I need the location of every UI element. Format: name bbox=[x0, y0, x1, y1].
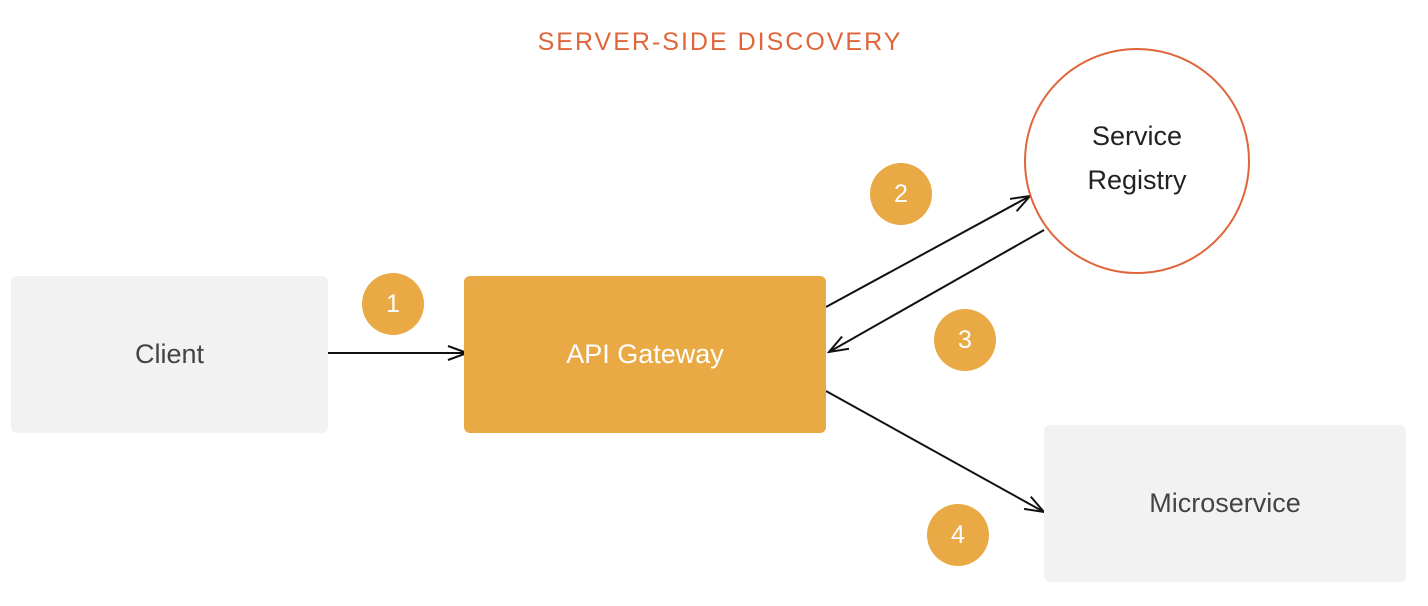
arrow-gateway-to-registry bbox=[825, 196, 1030, 308]
api-gateway-box: API Gateway bbox=[464, 276, 826, 433]
step-badge-3: 3 bbox=[934, 309, 996, 371]
arrow-registry-to-gateway bbox=[829, 229, 1045, 352]
client-box: Client bbox=[11, 276, 328, 433]
microservice-box: Microservice bbox=[1044, 425, 1406, 582]
arrow-gateway-to-microservice bbox=[825, 390, 1044, 512]
microservice-label: Microservice bbox=[1149, 488, 1301, 518]
service-registry-label-line-1: Service bbox=[1091, 121, 1183, 151]
step-badge-2: 2 bbox=[870, 163, 932, 225]
client-label: Client bbox=[134, 339, 205, 369]
api-gateway-label: API Gateway bbox=[566, 339, 724, 369]
step-badge-1: 1 bbox=[362, 273, 424, 335]
step-badge-4: 4 bbox=[927, 504, 989, 566]
diagram-title: SERVER-SIDE DISCOVERY bbox=[537, 28, 903, 56]
service-registry-label-line-2: Registry bbox=[1087, 165, 1187, 195]
service-registry-circle: Service Registry bbox=[1024, 48, 1250, 274]
